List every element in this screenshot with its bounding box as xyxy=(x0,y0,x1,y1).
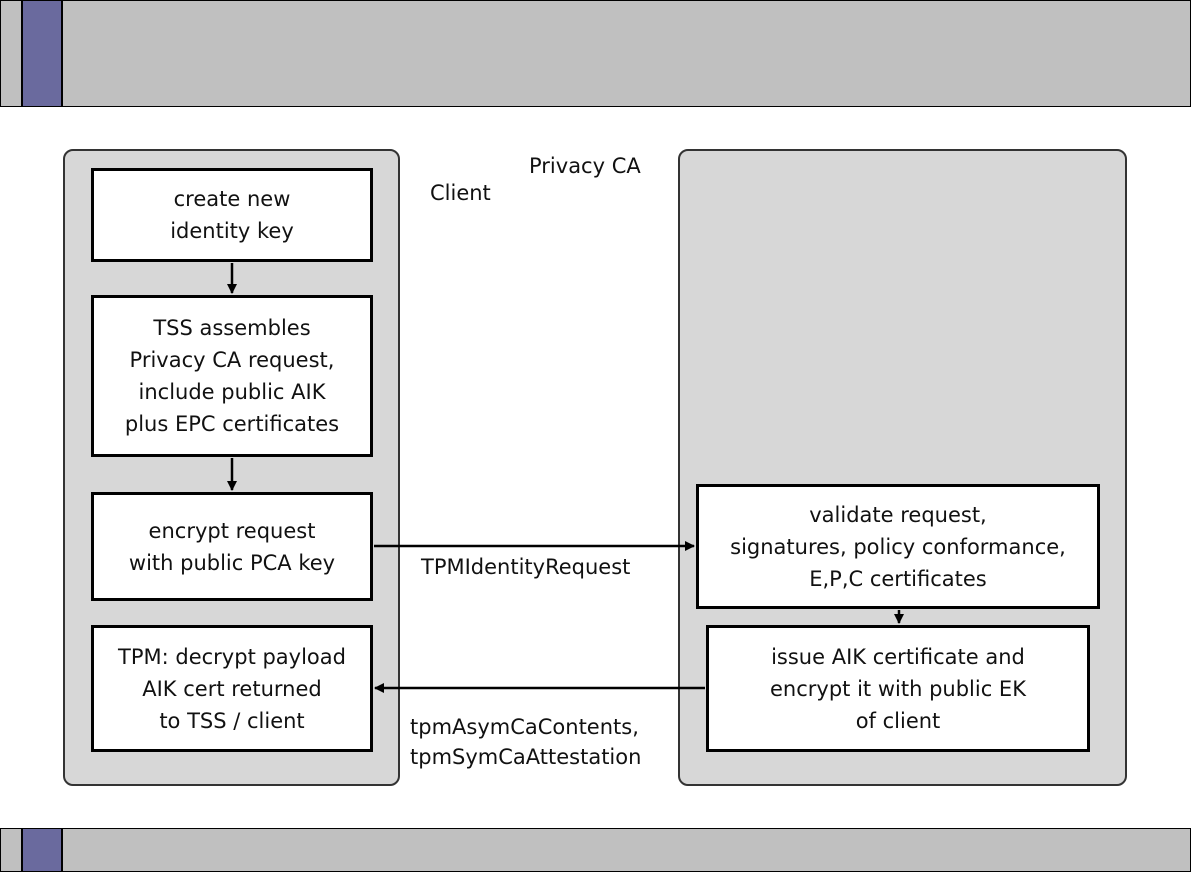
header-band xyxy=(0,0,1191,107)
footer-accent-bar xyxy=(21,829,63,871)
client-label: Client xyxy=(430,181,491,205)
create-identity-key-step: create new identity key xyxy=(91,168,373,262)
privacy-ca-label: Privacy CA xyxy=(529,154,641,178)
decrypt-payload-step: TPM: decrypt payload AIK cert returned t… xyxy=(91,625,373,752)
identity-request-message: TPMIdentityRequest xyxy=(421,555,631,579)
issue-certificate-step: issue AIK certificate and encrypt it wit… xyxy=(706,625,1090,752)
assemble-request-step: TSS assembles Privacy CA request, includ… xyxy=(91,295,373,457)
footer-band xyxy=(0,828,1191,872)
encrypt-request-step: encrypt request with public PCA key xyxy=(91,492,373,601)
header-accent-bar xyxy=(21,1,63,106)
ca-response-message: tpmAsymCaContents, tpmSymCaAttestation xyxy=(410,715,642,769)
validate-request-step: validate request, signatures, policy con… xyxy=(696,484,1100,609)
